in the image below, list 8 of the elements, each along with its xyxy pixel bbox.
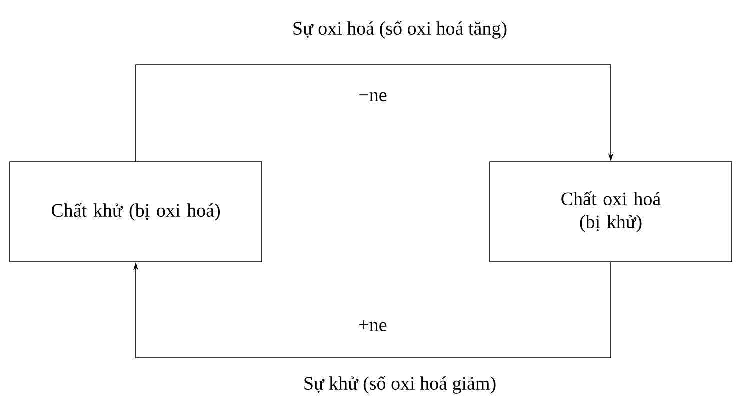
process-label: Sự oxi hoá (số oxi hoá tăng) xyxy=(294,21,507,39)
arrow xyxy=(136,64,614,162)
process-label: Sự khử (số oxi hoá giảm) xyxy=(304,376,496,394)
process-box: Chất khử (bị oxi hoá) xyxy=(10,162,262,262)
edge-label: +ne xyxy=(356,318,390,334)
arrow xyxy=(133,262,612,358)
edge-label: −ne xyxy=(356,90,390,104)
process-box: Chất oxi hoá (bị khử) xyxy=(490,162,732,262)
